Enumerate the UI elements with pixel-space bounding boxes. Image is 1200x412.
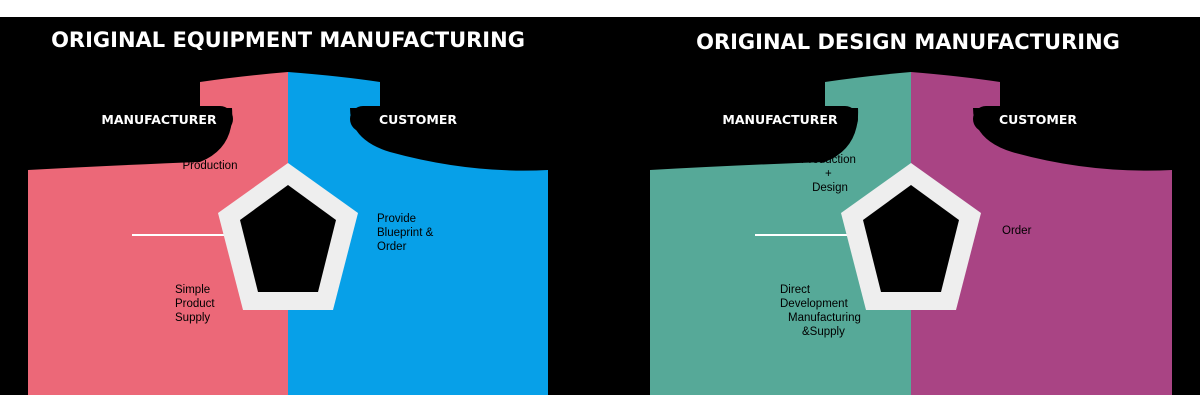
oem-pentagon-emblem (218, 163, 358, 310)
oem-manufacturer-area (28, 72, 288, 395)
oem-manufacturer-label: MANUFACTURER (101, 112, 217, 127)
odm-manufacturer-supply: Direct Development Manufacturing &Supply (780, 284, 864, 338)
odm-customer-label: CUSTOMER (999, 112, 1077, 127)
odm-title: ORIGINAL DESIGN MANUFACTURING (696, 30, 1120, 54)
oem-customer-area (288, 72, 548, 395)
odm-panel: ORIGINAL DESIGN MANUFACTURING MANUFACTUR… (650, 30, 1172, 395)
odm-customer-role: Order (1002, 225, 1032, 237)
odm-customer-area (911, 72, 1172, 395)
oem-title: ORIGINAL EQUIPMENT MANUFACTURING (51, 28, 525, 52)
oem-customer-pill (350, 106, 480, 132)
oem-manufacturer-pill (85, 106, 233, 132)
odm-manufacturer-pill (706, 106, 858, 132)
odm-customer-pill (973, 106, 1103, 132)
oem-manufacturer-role: Production (183, 160, 238, 172)
oem-manufacturer-supply: Simple Product Supply (175, 284, 218, 324)
odm-manufacturer-role: Production + Design (801, 154, 859, 194)
odm-manufacturer-area (650, 72, 911, 395)
odm-pentagon-emblem (841, 163, 981, 310)
odm-manufacturer-label: MANUFACTURER (722, 112, 838, 127)
oem-customer-role: Provide Blueprint & Order (377, 213, 436, 253)
oem-panel: ORIGINAL EQUIPMENT MANUFACTURING MANUFAC… (28, 28, 548, 395)
oem-customer-label: CUSTOMER (379, 112, 457, 127)
